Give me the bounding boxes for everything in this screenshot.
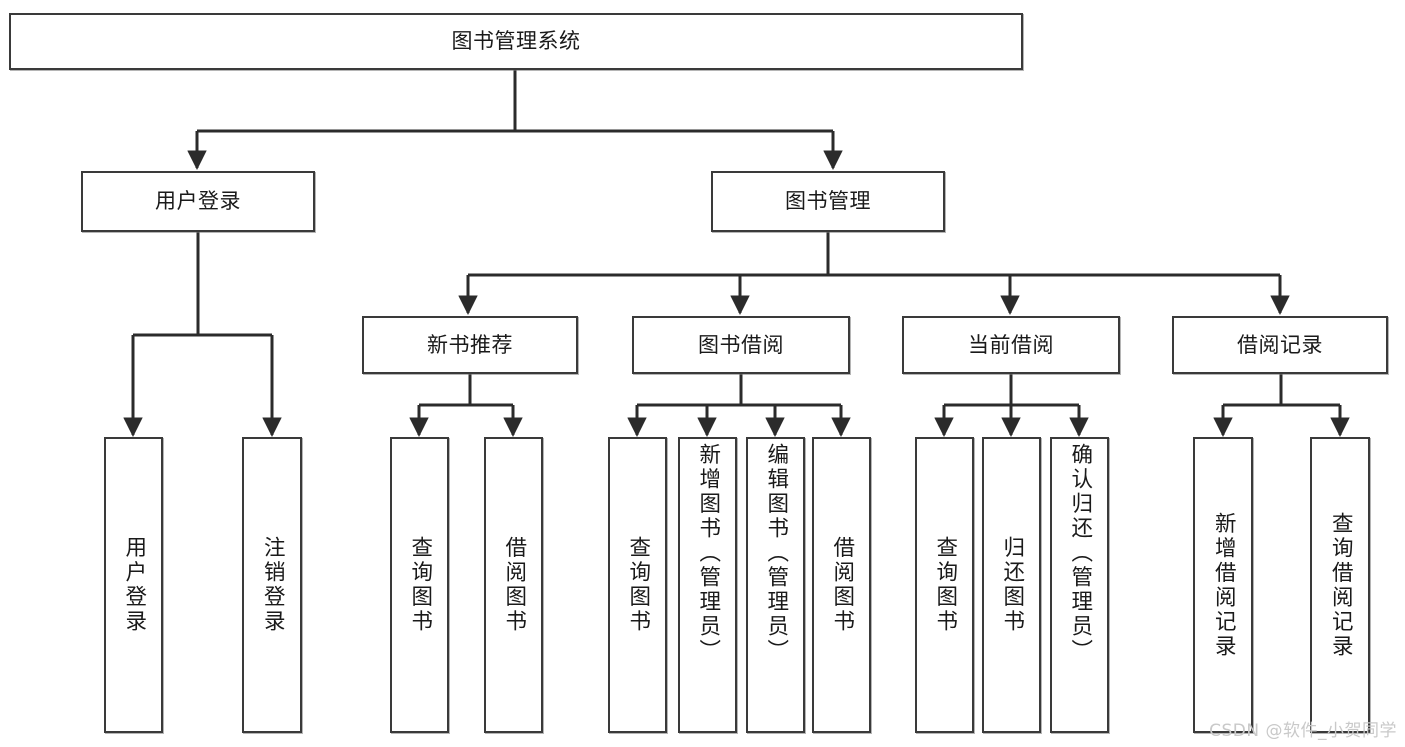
node-label: 注销登录 bbox=[260, 536, 286, 634]
node-label: 借阅图书 bbox=[501, 536, 527, 634]
node-label: 新增图书（管理员） bbox=[695, 443, 721, 664]
node-label: 图书管理系统 bbox=[451, 29, 581, 54]
leaf-query-borrow-record[interactable]: 查询借阅记录 bbox=[1310, 437, 1370, 733]
leaf-confirm-return-admin[interactable]: 确认归还（管理员） bbox=[1050, 437, 1109, 733]
leaf-add-borrow-record[interactable]: 新增借阅记录 bbox=[1193, 437, 1253, 733]
node-label: 用户登录 bbox=[121, 536, 147, 634]
node-book-borrow[interactable]: 图书借阅 bbox=[632, 316, 850, 374]
leaf-user-login[interactable]: 用户登录 bbox=[104, 437, 163, 733]
node-label: 用户登录 bbox=[155, 189, 241, 214]
node-borrow-record[interactable]: 借阅记录 bbox=[1172, 316, 1388, 374]
node-root-system[interactable]: 图书管理系统 bbox=[9, 13, 1023, 70]
node-label: 归还图书 bbox=[999, 536, 1025, 634]
leaf-edit-book-admin[interactable]: 编辑图书（管理员） bbox=[746, 437, 805, 733]
node-book-management[interactable]: 图书管理 bbox=[711, 171, 945, 232]
node-label: 图书借阅 bbox=[698, 332, 784, 357]
leaf-return-book[interactable]: 归还图书 bbox=[982, 437, 1041, 733]
node-label: 查询借阅记录 bbox=[1328, 511, 1354, 659]
node-current-borrow[interactable]: 当前借阅 bbox=[902, 316, 1120, 374]
node-label: 查询图书 bbox=[932, 536, 958, 634]
leaf-borrow-book-2[interactable]: 借阅图书 bbox=[812, 437, 871, 733]
node-label: 查询图书 bbox=[407, 536, 433, 634]
leaf-add-book-admin[interactable]: 新增图书（管理员） bbox=[678, 437, 737, 733]
leaf-query-book-2[interactable]: 查询图书 bbox=[608, 437, 667, 733]
node-label: 新增借阅记录 bbox=[1211, 511, 1237, 659]
leaf-query-book-1[interactable]: 查询图书 bbox=[390, 437, 449, 733]
node-label: 图书管理 bbox=[785, 189, 871, 214]
node-label: 查询图书 bbox=[625, 536, 651, 634]
node-label: 编辑图书（管理员） bbox=[763, 443, 789, 664]
node-label: 借阅记录 bbox=[1237, 332, 1323, 357]
leaf-borrow-book-1[interactable]: 借阅图书 bbox=[484, 437, 543, 733]
node-user-login[interactable]: 用户登录 bbox=[81, 171, 315, 232]
watermark-text: CSDN @软件_小贺同学 bbox=[1209, 721, 1397, 741]
node-label: 当前借阅 bbox=[968, 332, 1054, 357]
node-new-book-recommend[interactable]: 新书推荐 bbox=[362, 316, 578, 374]
node-label: 借阅图书 bbox=[829, 536, 855, 634]
leaf-query-book-3[interactable]: 查询图书 bbox=[915, 437, 974, 733]
node-label: 确认归还（管理员） bbox=[1067, 443, 1093, 664]
leaf-logout[interactable]: 注销登录 bbox=[242, 437, 302, 733]
node-label: 新书推荐 bbox=[427, 332, 513, 357]
